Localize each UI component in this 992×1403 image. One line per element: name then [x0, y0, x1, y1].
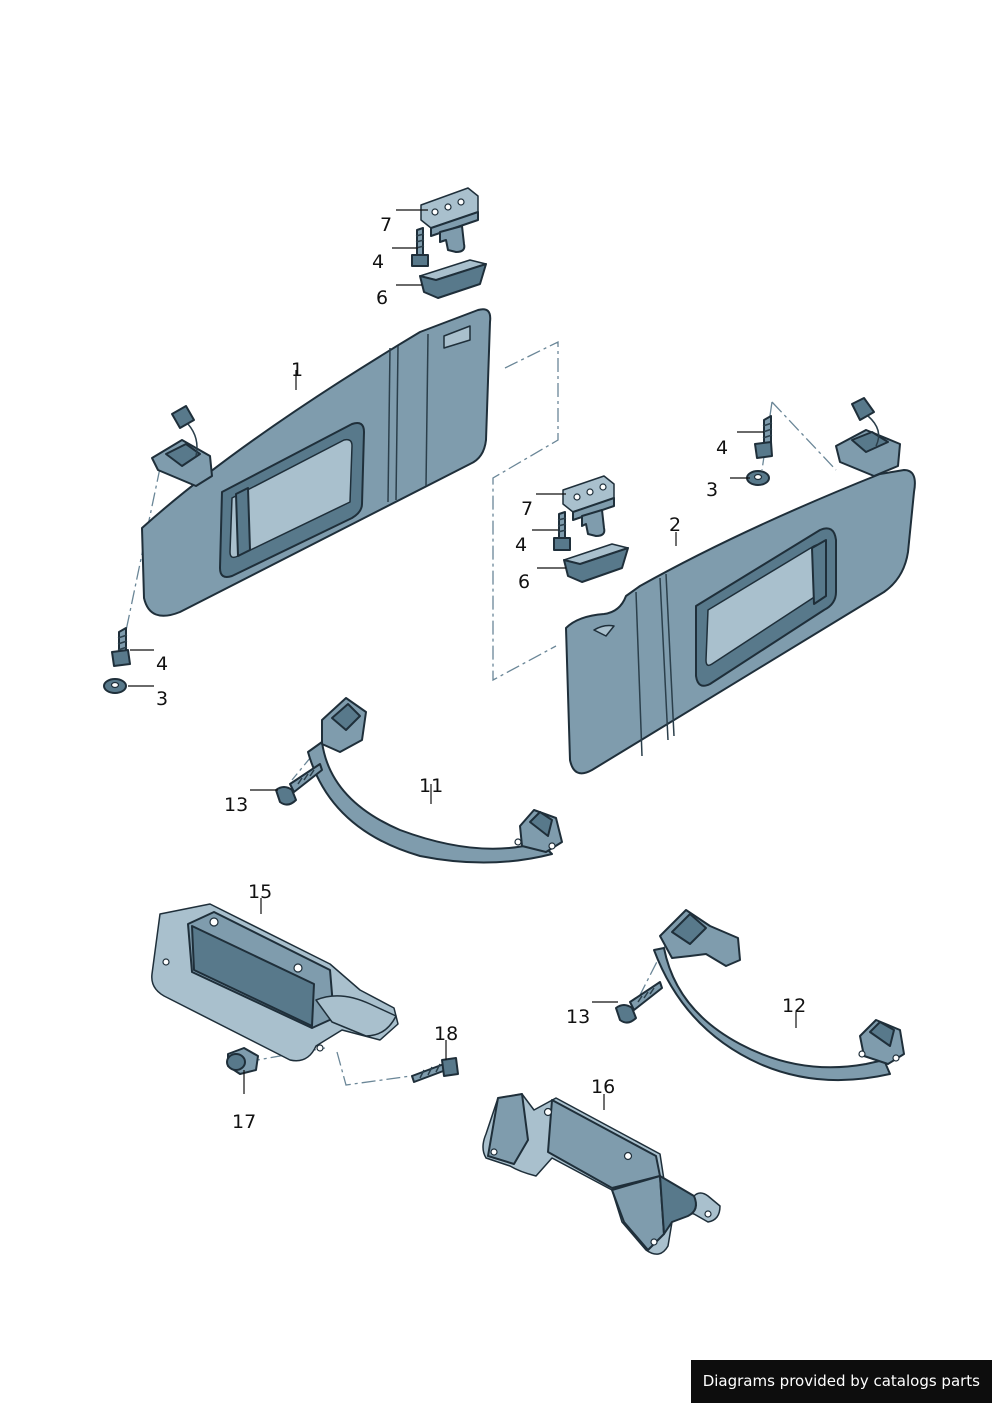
- callout-12: 12: [782, 995, 806, 1017]
- callout-3-left: 3: [156, 688, 168, 710]
- screw-part-18: [411, 1057, 459, 1083]
- bracket-part-16: [482, 1093, 721, 1255]
- callout-4-right: 4: [716, 437, 728, 459]
- screw-part-4-lower: [553, 511, 571, 551]
- callout-7-lower: 7: [521, 498, 533, 520]
- grab-handle-part-12: [653, 909, 905, 1082]
- screw-part-4-upper: [411, 227, 429, 267]
- screw-part-13-left: [275, 763, 323, 806]
- leader-lines: [128, 209, 797, 1110]
- callout-11: 11: [419, 775, 443, 797]
- callout-15: 15: [248, 881, 272, 903]
- callout-2: 2: [669, 514, 681, 536]
- callout-labels: 7 4 6 1 4 3 4 3 7 4 6 2 13 11 15 12 13 1…: [156, 214, 806, 1133]
- credit-footer: Diagrams provided by catalogs parts: [690, 1360, 992, 1403]
- credit-text: Diagrams provided by catalogs parts: [702, 1372, 980, 1390]
- callout-18: 18: [434, 1023, 458, 1045]
- grab-handle-part-11: [307, 697, 563, 864]
- callout-6-lower: 6: [518, 571, 530, 593]
- callout-17: 17: [232, 1111, 256, 1133]
- callout-4-left: 4: [156, 653, 168, 675]
- callout-16: 16: [591, 1076, 615, 1098]
- clip-cover-part-6-upper: [419, 259, 487, 299]
- callout-7-upper: 7: [380, 214, 392, 236]
- washer-part-3-left: [103, 678, 127, 694]
- sun-visor-part-2: [565, 397, 916, 775]
- screw-part-4-left: [111, 627, 131, 667]
- screw-part-13-right: [615, 981, 663, 1024]
- callout-4-lower: 4: [515, 534, 527, 556]
- screw-part-4-right: [754, 415, 773, 459]
- nut-part-17: [226, 1047, 259, 1075]
- callout-3-right: 3: [706, 479, 718, 501]
- callout-6-upper: 6: [376, 287, 388, 309]
- bracket-part-15: [151, 903, 399, 1062]
- callout-13-left: 13: [224, 794, 248, 816]
- callout-4-upper: 4: [372, 251, 384, 273]
- washer-part-3-right: [746, 470, 770, 486]
- clip-holder-part-7-upper: [420, 187, 479, 253]
- sun-visor-part-1: [141, 308, 492, 617]
- callout-1: 1: [291, 359, 303, 381]
- callout-13-right: 13: [566, 1006, 590, 1028]
- clip-cover-part-6-lower: [563, 543, 629, 583]
- clip-holder-part-7-lower: [562, 475, 615, 537]
